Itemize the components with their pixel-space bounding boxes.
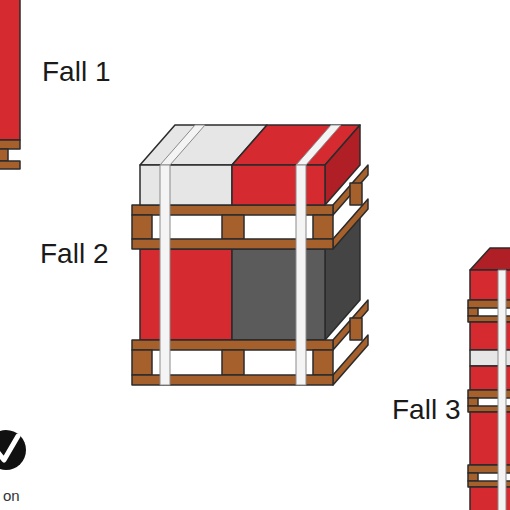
case2-lower-boxes: [140, 209, 360, 340]
logo-mark: [0, 430, 26, 470]
case-label: Fall 2: [40, 240, 108, 268]
case1-load: [0, 0, 20, 169]
case2-straps: [160, 125, 341, 385]
logo-text: on: [3, 488, 20, 503]
case-label: Fall 1: [42, 58, 110, 86]
case2-upper-boxes: [140, 125, 360, 205]
case3-load: [468, 248, 510, 510]
case-label: Fall 3: [392, 396, 460, 424]
